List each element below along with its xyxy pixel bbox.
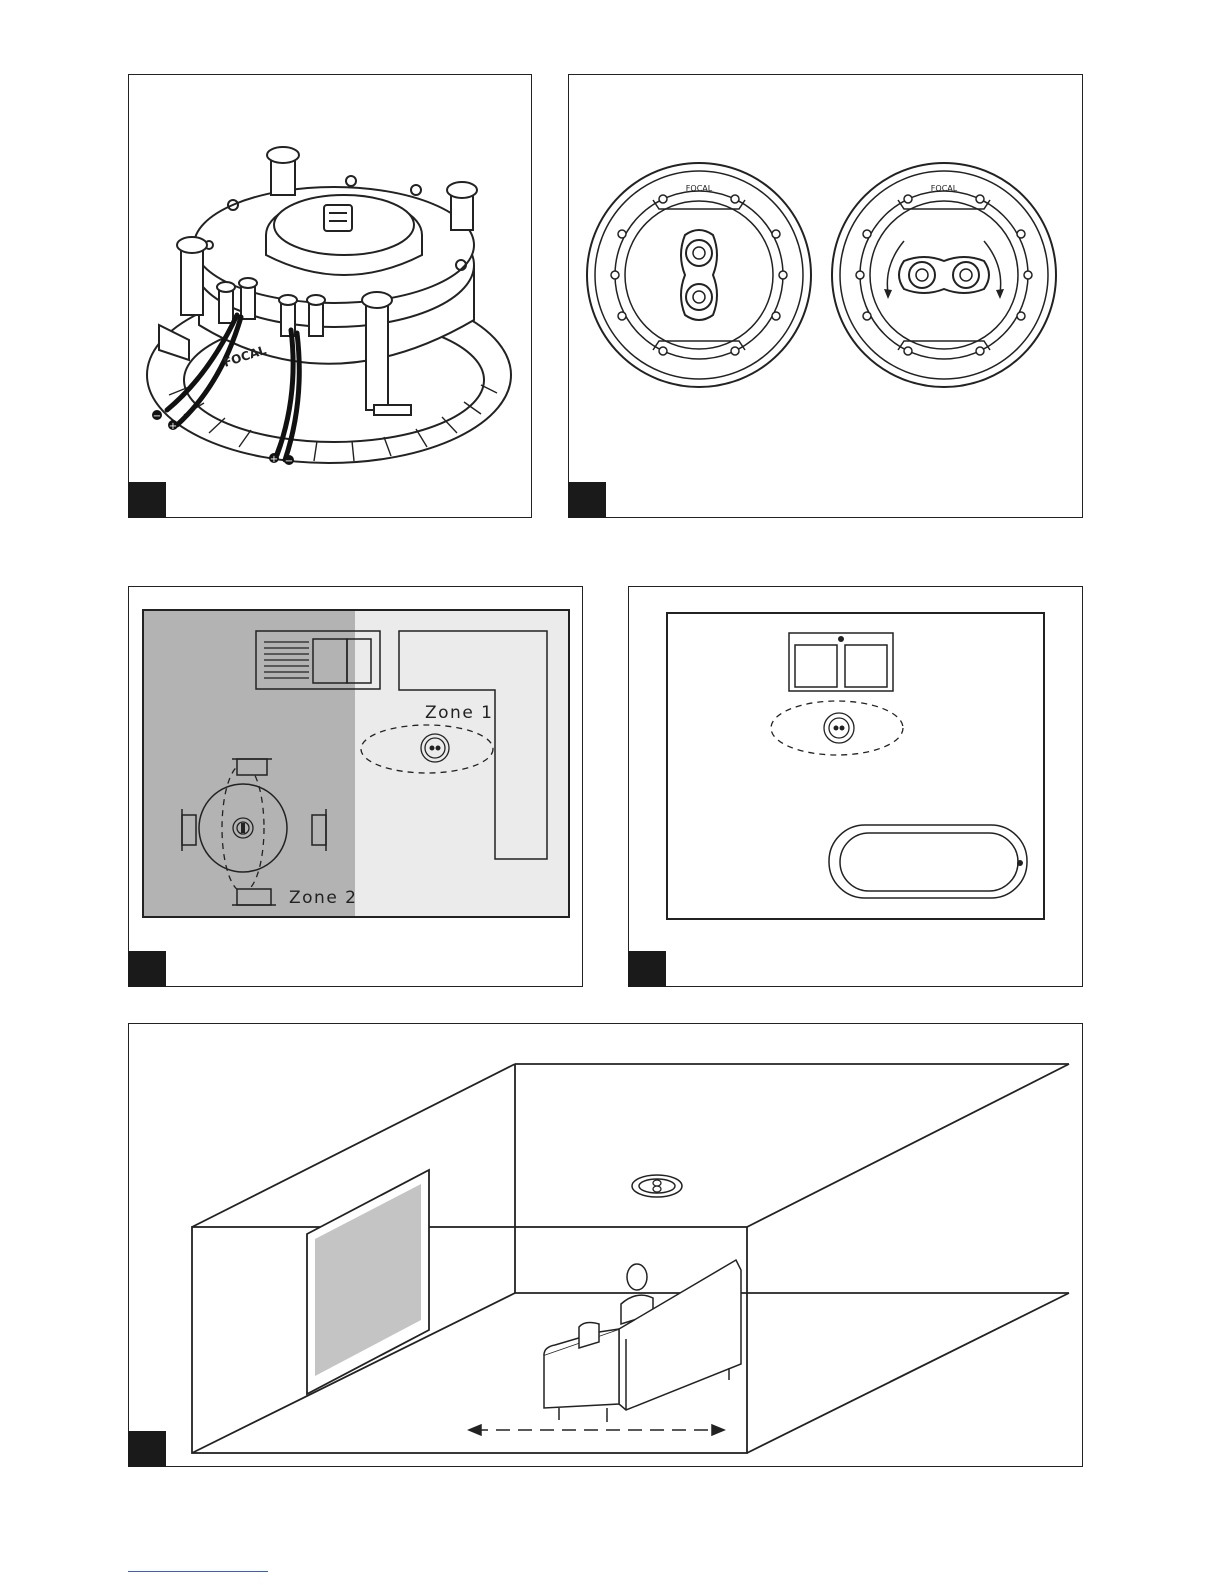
listening-distance-arrow	[469, 1425, 724, 1435]
wire-left-negative: −	[153, 411, 161, 422]
bathroom-speaker-icon	[824, 713, 854, 743]
figure-1-wiring-panel: FOCAL − + + −	[128, 74, 532, 518]
wire-right-negative: −	[285, 456, 293, 467]
figure-number-tag	[128, 1431, 166, 1467]
speaker-wiring-illustration: FOCAL − + + −	[129, 75, 533, 519]
figure-3-zones-panel: Zone 1 Zone 2	[128, 586, 583, 987]
figure-5-room-panel	[128, 1023, 1083, 1467]
figure-number-tag	[628, 951, 666, 987]
speaker-horizontal-icon: FOCAL	[832, 163, 1056, 387]
ceiling-speaker-icon	[632, 1175, 682, 1197]
figure-number-tag	[568, 482, 606, 518]
bathroom-floor-plan	[629, 587, 1084, 988]
figure-number-tag	[128, 951, 166, 987]
figure-number-tag	[128, 482, 166, 518]
brand-label-right: FOCAL	[931, 184, 958, 193]
figure-2-front-view-panel: FOCAL FOCAL	[568, 74, 1083, 518]
figure-4-bathroom-panel	[628, 586, 1083, 987]
screen-display-area	[315, 1184, 421, 1376]
speaker-front-views: FOCAL FOCAL	[569, 75, 1084, 519]
brand-label-left: FOCAL	[686, 184, 713, 193]
zone-1-label: Zone 1	[425, 703, 494, 723]
wire-right-positive: +	[270, 454, 278, 465]
zones-floor-plan: Zone 1 Zone 2	[129, 587, 584, 988]
room-content	[129, 1024, 1084, 1468]
speaker-vertical-icon: FOCAL	[587, 163, 811, 387]
wire-left-positive: +	[169, 421, 177, 432]
footer-link-underline[interactable]	[128, 1571, 268, 1572]
zone-2-label: Zone 2	[289, 888, 358, 908]
